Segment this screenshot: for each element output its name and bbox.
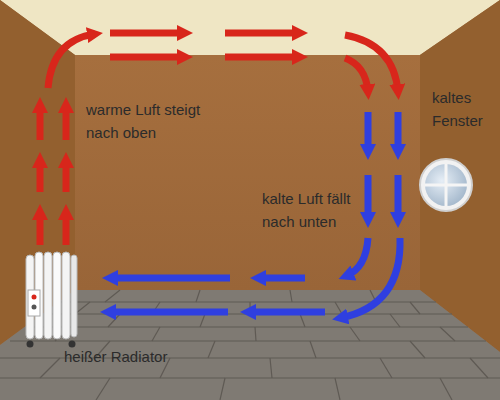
ceiling	[0, 0, 500, 55]
text-label: heißer Radiator	[64, 345, 224, 368]
text-label: kalte Luft fällt nach unten	[262, 187, 380, 233]
warm-air-arrows	[40, 33, 398, 245]
back-wall	[75, 55, 420, 290]
text-label: kaltes Fenster	[432, 86, 494, 132]
text-label: warme Luft steigt nach oben	[86, 98, 216, 144]
cold-air-arrows	[108, 112, 400, 318]
cold-window	[420, 159, 472, 211]
hot-radiator	[26, 252, 77, 348]
right-wall	[420, 0, 500, 352]
